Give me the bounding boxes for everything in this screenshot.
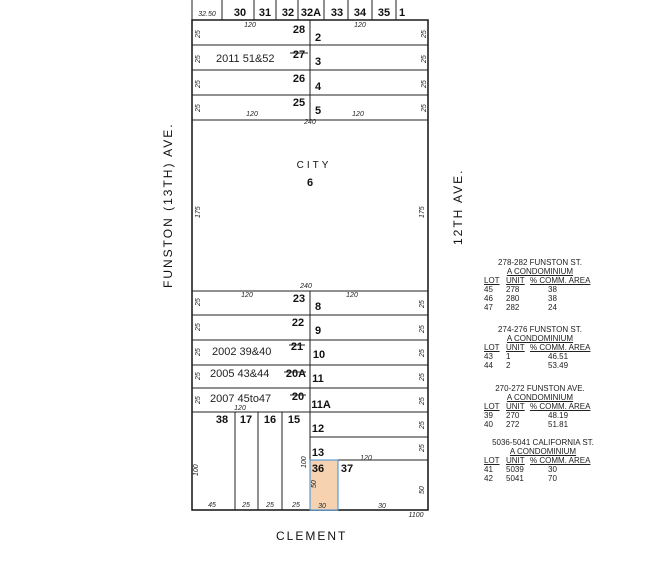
city-label: CITY — [297, 160, 332, 171]
svg-text:25: 25 — [419, 397, 426, 406]
svg-text:25: 25 — [419, 373, 426, 382]
lot-36-parcel[interactable] — [309, 459, 339, 511]
svg-text:25: 25 — [421, 55, 428, 64]
svg-text:120: 120 — [246, 111, 258, 118]
street-clement: CLEMENT — [276, 529, 347, 543]
top-lot-31: 31 — [259, 7, 271, 19]
lot-28: 28 — [293, 24, 305, 36]
lot-23: 23 — [293, 293, 305, 305]
svg-text:25: 25 — [195, 55, 202, 64]
condo-table-4: 5036-5041 CALIFORNIA ST. A CONDOMINIUM L… — [484, 438, 594, 483]
svg-text:50: 50 — [311, 480, 318, 488]
svg-text:25: 25 — [421, 30, 428, 39]
lot-36: 36 — [312, 463, 324, 475]
lot-12: 12 — [312, 423, 324, 435]
lot-25: 25 — [293, 97, 305, 109]
svg-text:100: 100 — [301, 456, 308, 468]
lot-3: 3 — [315, 56, 321, 68]
svg-text:25: 25 — [421, 104, 428, 113]
lot-10: 10 — [313, 349, 325, 361]
lot-21-desc: 2002 39&40 — [212, 346, 271, 358]
bottom-lots: 120 38 17 16 15 100 100 45 25 25 25 — [193, 405, 308, 510]
lot-15: 15 — [288, 414, 300, 426]
lot-11: 11 — [312, 373, 324, 385]
svg-text:25: 25 — [195, 104, 202, 113]
svg-text:120: 120 — [244, 22, 256, 29]
svg-text:25: 25 — [195, 396, 202, 405]
svg-text:25: 25 — [195, 348, 202, 357]
lot-20a-desc: 2005 43&44 — [210, 368, 269, 380]
svg-text:120: 120 — [360, 455, 372, 462]
svg-text:25: 25 — [241, 502, 250, 509]
top-lot-33: 33 — [331, 7, 343, 19]
lot-11a: 11A — [311, 399, 331, 411]
svg-text:1100: 1100 — [408, 512, 423, 519]
lot-5: 5 — [315, 105, 321, 117]
top-lot-34: 34 — [354, 7, 367, 19]
svg-text:25: 25 — [195, 372, 202, 381]
lot-27-desc: 2011 51&52 — [216, 53, 275, 65]
lot-20: 20 — [292, 391, 304, 403]
svg-text:30: 30 — [318, 503, 326, 510]
svg-text:240: 240 — [303, 119, 316, 126]
lot-17: 17 — [240, 414, 252, 426]
lot-16: 16 — [264, 414, 276, 426]
lot-21: 21 — [291, 341, 303, 353]
lower-lot-rows: 120 120 23 8 22 9 2002 39&40 21 10 2005 … — [192, 290, 428, 461]
lot-20-desc: 2007 45to47 — [210, 393, 271, 405]
lot-38: 38 — [216, 414, 228, 426]
lot-13: 13 — [312, 447, 324, 459]
lot-22: 22 — [292, 317, 304, 329]
svg-text:25: 25 — [419, 325, 426, 334]
corner-lots: 36 50 30 37 120 50 30 1100 — [309, 455, 426, 519]
top-lot-row: 32.50 30 31 32 32A 33 34 35 1 — [191, 0, 405, 20]
svg-text:120: 120 — [354, 22, 366, 29]
svg-text:25: 25 — [291, 502, 300, 509]
svg-text:25: 25 — [195, 298, 202, 307]
lot-37: 37 — [341, 463, 353, 475]
top-lot-32: 32 — [282, 7, 294, 19]
svg-text:45: 45 — [208, 502, 216, 509]
city-lot: 240 CITY 6 175 175 240 — [195, 119, 426, 290]
street-funston: FUNSTON (13TH) AVE. — [161, 122, 175, 288]
top-lot-30: 30 — [234, 7, 246, 19]
top-left-dimension: 32.50 — [198, 11, 216, 18]
svg-text:25: 25 — [419, 349, 426, 358]
lot-26: 26 — [293, 73, 305, 85]
svg-text:30: 30 — [378, 503, 386, 510]
svg-text:25: 25 — [419, 300, 426, 309]
top-lot-1: 1 — [399, 7, 405, 19]
svg-text:50: 50 — [419, 486, 426, 494]
svg-text:25: 25 — [195, 80, 202, 89]
svg-text:25: 25 — [265, 502, 274, 509]
svg-text:120: 120 — [346, 292, 358, 299]
svg-text:120: 120 — [234, 405, 246, 412]
lot-20a: 20A — [286, 368, 306, 380]
lot-8: 8 — [315, 301, 321, 313]
svg-text:120: 120 — [241, 292, 253, 299]
top-lot-35: 35 — [378, 7, 390, 19]
street-12th: 12TH AVE. — [451, 169, 465, 245]
svg-text:25: 25 — [419, 421, 426, 430]
svg-text:100: 100 — [193, 464, 200, 476]
lot-6: 6 — [307, 177, 313, 189]
lot-2: 2 — [315, 32, 321, 44]
svg-text:25: 25 — [421, 80, 428, 89]
lot-27: 27 — [293, 49, 305, 61]
svg-text:175: 175 — [419, 206, 426, 218]
svg-text:175: 175 — [195, 206, 202, 218]
lot-9: 9 — [315, 325, 321, 337]
svg-text:25: 25 — [195, 30, 202, 39]
lot-4: 4 — [315, 81, 322, 93]
svg-text:25: 25 — [195, 323, 202, 332]
top-lot-32a: 32A — [301, 7, 321, 19]
upper-lot-rows: 120 120 28 2 2011 51&52 27 3 26 4 25 5 1… — [192, 22, 428, 121]
svg-text:240: 240 — [299, 283, 312, 290]
svg-text:25: 25 — [419, 444, 426, 453]
svg-text:120: 120 — [352, 111, 364, 118]
